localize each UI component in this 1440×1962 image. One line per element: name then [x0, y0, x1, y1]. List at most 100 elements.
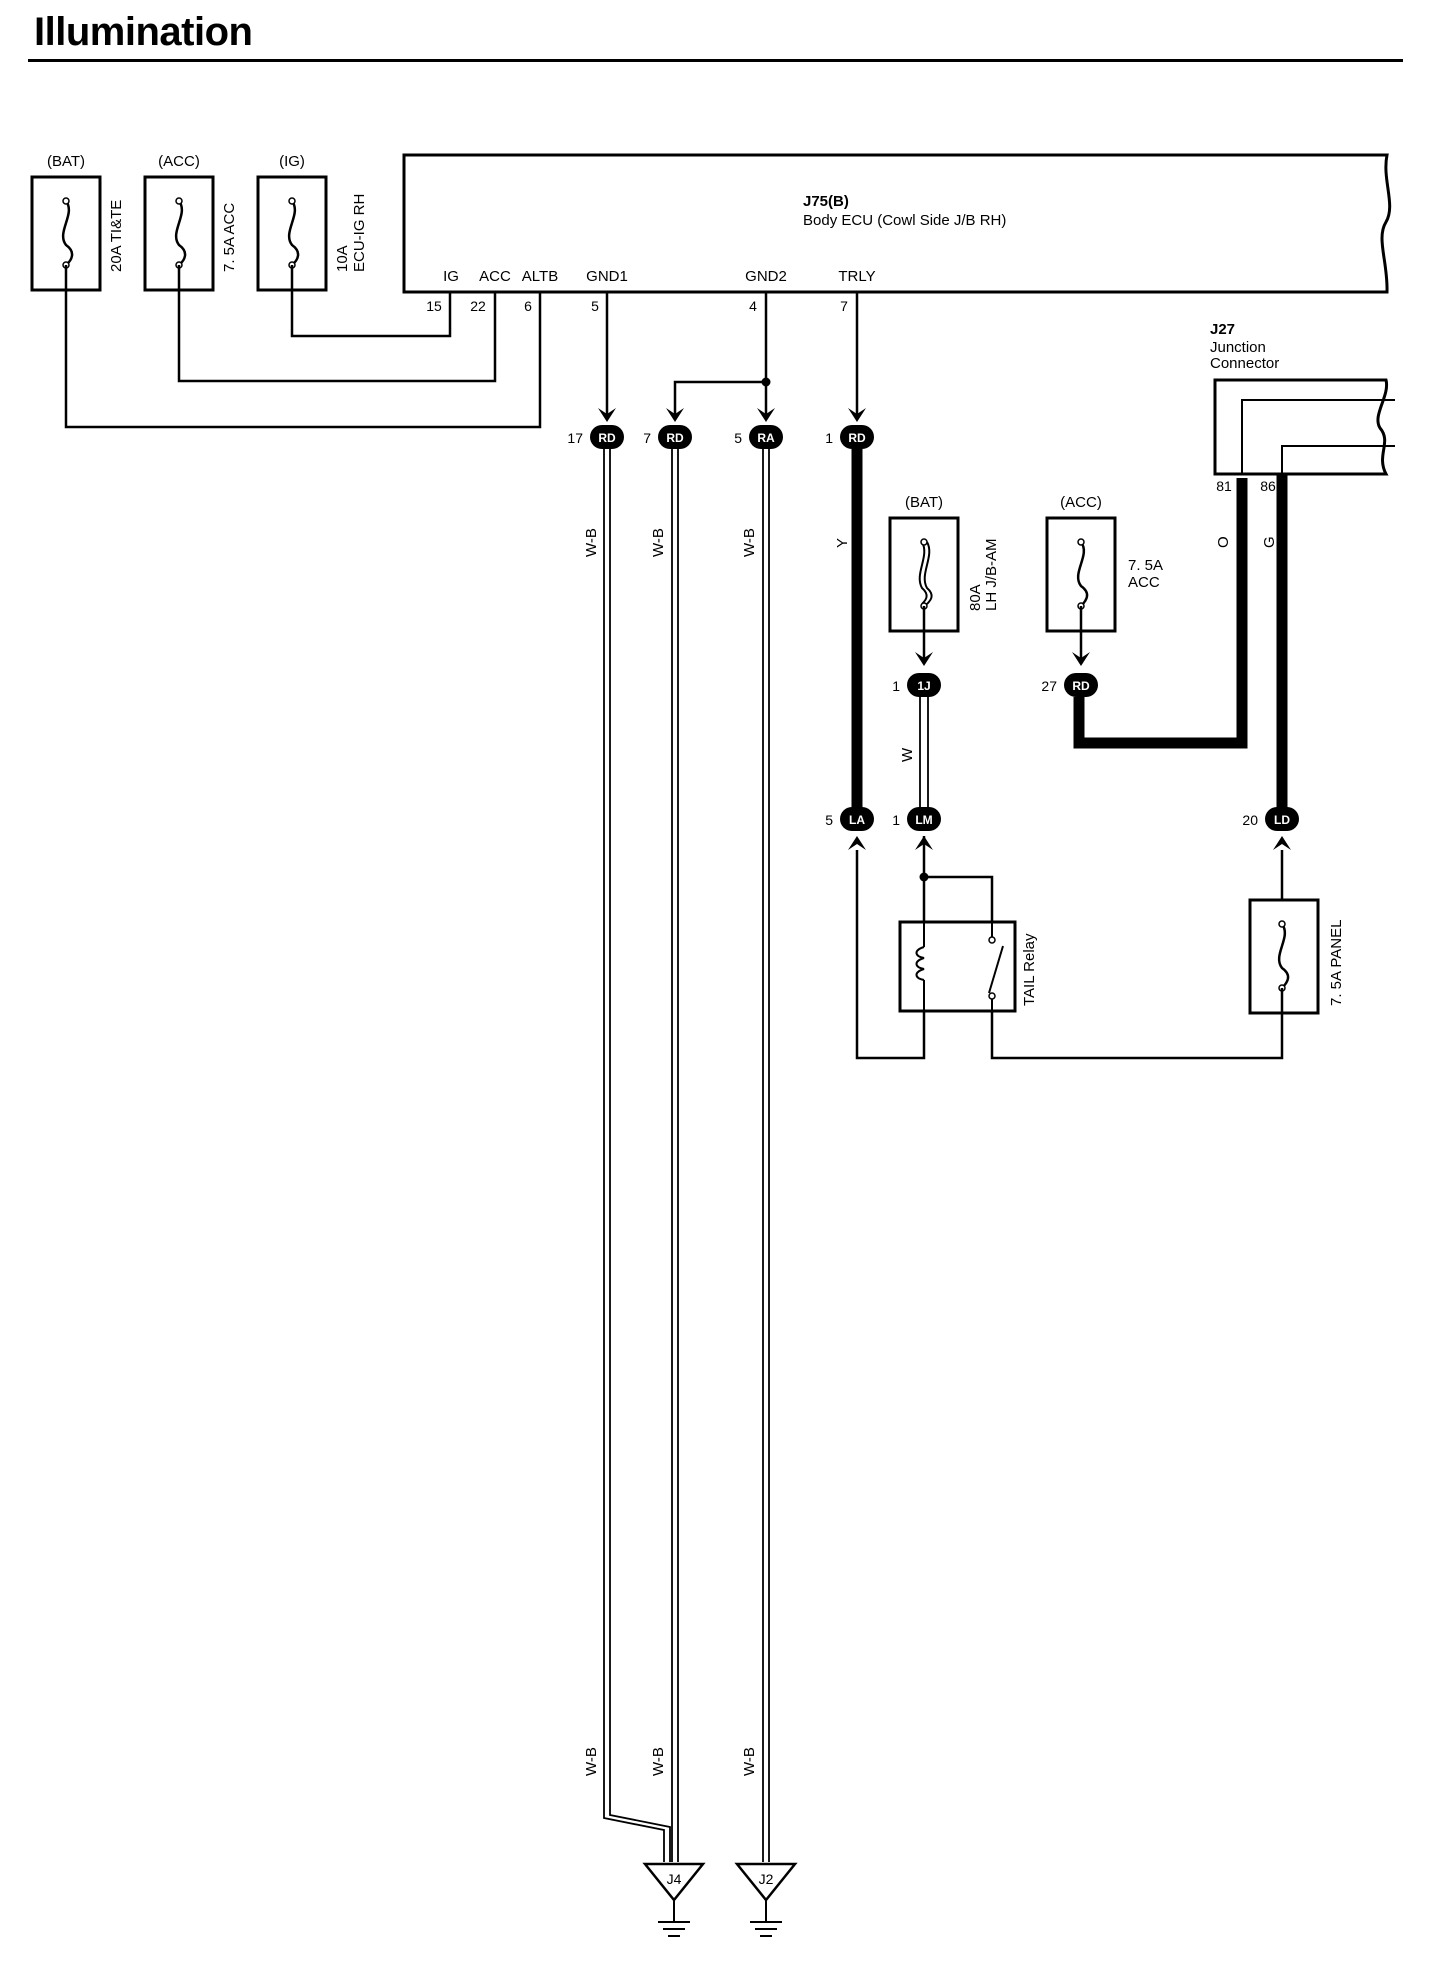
connector-pin: 7: [643, 430, 651, 446]
wire-color: O: [1215, 536, 1232, 548]
ground-code: J2: [759, 1871, 774, 1887]
ecu-pin: 7: [840, 298, 848, 314]
fuse-source: (IG): [279, 153, 305, 170]
jc-code: J27: [1210, 321, 1235, 338]
ecu-code: J75(B): [803, 193, 849, 210]
jc-outline: [1213, 378, 1389, 476]
ecu-terminal-name: ACC: [479, 268, 511, 285]
relay-box: [898, 920, 1017, 1013]
connector-code: LA: [849, 813, 865, 827]
ecu-terminal-name: IG: [443, 268, 459, 285]
fuse-rating: 7. 5A ACC: [221, 203, 238, 272]
connector-pin: 27: [1041, 678, 1057, 694]
fuse-box: [1248, 898, 1320, 1015]
fuse-source: (ACC): [1060, 494, 1102, 511]
ecu-pin: 5: [591, 298, 599, 314]
fuse-name: LH J/B-AM: [983, 538, 1000, 611]
arrow-icon: [1072, 652, 1090, 666]
connector-pin: 17: [567, 430, 583, 446]
fuse-symbol-icon: [923, 541, 933, 605]
connector-code: RD: [666, 431, 684, 445]
jc-name: Connector: [1210, 355, 1279, 372]
fuse-rating: 80A: [967, 584, 984, 611]
wire-color: W: [899, 747, 916, 762]
arrow-icon: [666, 408, 684, 422]
wire-color: W-B: [741, 528, 758, 557]
wire-color: G: [1261, 536, 1278, 548]
fuse-acc-7-5a: (ACC) 7. 5A ACC: [143, 153, 238, 292]
connector-badge: [658, 425, 692, 449]
ground-triangle-icon: [642, 1862, 706, 1902]
connector-row-top: 17 RD 7 RD 5 RA 1 RD: [567, 425, 874, 449]
fuse-name: ACC: [1128, 574, 1160, 591]
connector-code: 1J: [917, 679, 930, 693]
wire-color: W-B: [741, 1747, 758, 1776]
ecu-terminal-name: ALTB: [522, 268, 558, 285]
connector-pin: 1: [892, 812, 900, 828]
wire-color: W-B: [650, 1747, 667, 1776]
fuse-symbol-icon: [287, 200, 300, 266]
jc-pin: 81: [1216, 478, 1232, 494]
page-title: Illumination: [34, 10, 253, 54]
connector-code: RD: [848, 431, 866, 445]
ecu-supply-wires: [64, 265, 542, 429]
ecu-name: Body ECU (Cowl Side J/B RH): [803, 212, 1006, 229]
ecu-pin: 22: [470, 298, 486, 314]
relay-label: TAIL Relay: [1021, 933, 1038, 1006]
arrow-icon: [757, 408, 775, 422]
fuse-ig-10a: (IG) 10A ECU-IG RH: [256, 153, 368, 292]
fuse-panel: 7. 5A PANEL: [1248, 850, 1345, 1015]
fuse-bat-20a: (BAT) 20A TI&TE: [30, 153, 125, 292]
fuse-source: (ACC): [158, 153, 200, 170]
fuse-symbol-icon: [1076, 541, 1089, 607]
connector-code: RA: [757, 431, 775, 445]
connector-badge: [840, 425, 874, 449]
jc-name: Junction: [1210, 339, 1266, 356]
tail-relay: TAIL Relay: [855, 836, 1284, 1060]
arrow-icon: [1273, 836, 1291, 850]
trly-wire: Y: [834, 449, 863, 808]
connector-pin: 20: [1242, 812, 1258, 828]
connector-badge: [590, 425, 624, 449]
wire-color: Y: [834, 538, 851, 548]
relay-coil-icon: [915, 946, 925, 981]
connector-badge: [1265, 807, 1299, 831]
wire-color: W-B: [583, 528, 600, 557]
ground-code: J4: [667, 1871, 682, 1887]
relay-switch-icon: [988, 945, 1004, 994]
ecu-pin: 4: [749, 298, 757, 314]
connector-pin: 1: [825, 430, 833, 446]
arrow-icon: [848, 408, 866, 422]
ecu-pin: 15: [426, 298, 442, 314]
fuse-symbol-icon: [174, 200, 187, 266]
connector-badge: [907, 673, 941, 697]
wire-color: W-B: [650, 528, 667, 557]
connector-row-mid: 5 LA 1 LM 20 LD: [825, 807, 1299, 850]
connector-badge: [907, 807, 941, 831]
fuse-rating: 20A TI&TE: [108, 200, 125, 272]
connector-pin: 1: [892, 678, 900, 694]
fuse-name: ECU-IG RH: [351, 194, 368, 272]
connector-badge: [749, 425, 783, 449]
fuse-symbol-icon: [61, 200, 74, 266]
ecu-output-wires: [598, 292, 866, 422]
arrow-icon: [848, 836, 866, 850]
fuse-symbol-icon: [1277, 923, 1290, 989]
fuse-source: (BAT): [905, 494, 943, 511]
fuse-acc-mid: (ACC) 7. 5A ACC 27 RD: [1041, 478, 1248, 749]
ecu-outline: [402, 153, 1392, 294]
connector-badge: [840, 807, 874, 831]
arrow-icon: [915, 652, 933, 666]
ground-j2: J2: [734, 1862, 798, 1937]
ecu-terminal-name: GND1: [586, 268, 628, 285]
ground-wires: W-B W-B W-B W-B W-B W-B: [583, 449, 770, 1862]
connector-pin: 5: [825, 812, 833, 828]
connector-code: RD: [598, 431, 616, 445]
fuse-lh-jb-am: (BAT) 80A LH J/B-AM 1 1J W: [888, 494, 1000, 808]
jc-pin: 86: [1260, 478, 1276, 494]
title-rule: [28, 59, 1403, 62]
connector-pin: 5: [734, 430, 742, 446]
connector-code: LM: [915, 813, 932, 827]
body-ecu: J75(B) Body ECU (Cowl Side J/B RH) IG AC…: [402, 153, 1392, 314]
